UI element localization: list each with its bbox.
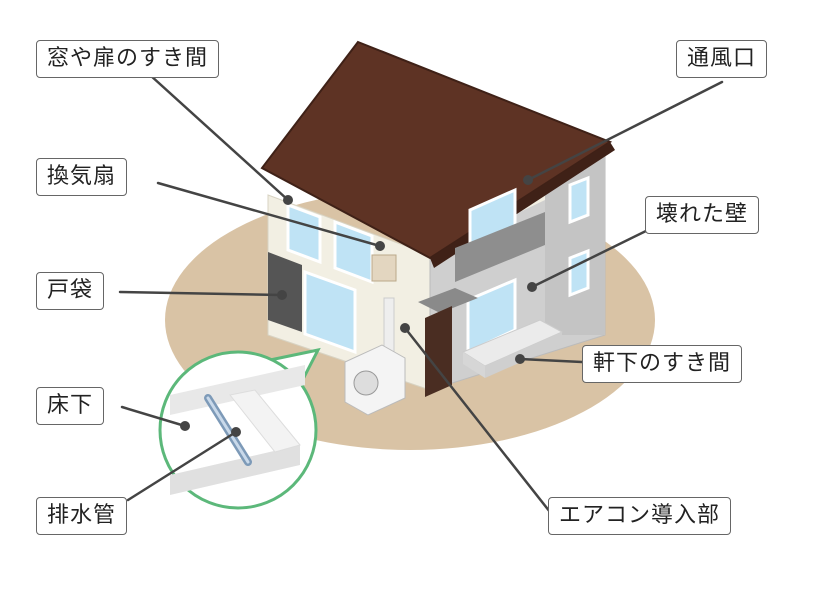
- fan-box: [371, 254, 397, 282]
- label-broken-wall: 壊れた壁: [645, 196, 760, 234]
- label-ac-inlet: エアコン導入部: [548, 497, 732, 535]
- leader-lines: [118, 73, 724, 514]
- label-drain-pipe: 排水管: [36, 497, 128, 535]
- balcony: [455, 212, 545, 282]
- underfloor-detail: [170, 365, 305, 495]
- ac-fan-icon: [353, 370, 379, 396]
- door-canopy: [418, 288, 478, 313]
- porch-step-side: [485, 332, 562, 378]
- porch-step-front: [463, 352, 485, 378]
- label-fan: 換気扇: [36, 158, 128, 196]
- leader-dots: [180, 175, 537, 437]
- label-underfloor: 床下: [36, 387, 105, 425]
- label-vent: 通風口: [676, 40, 768, 78]
- label-shutter-box: 戸袋: [36, 272, 105, 310]
- door: [425, 306, 452, 397]
- label-eaves-gap: 軒下のすき間: [582, 345, 743, 383]
- label-gap-window-door: 窓や扉のすき間: [36, 40, 220, 78]
